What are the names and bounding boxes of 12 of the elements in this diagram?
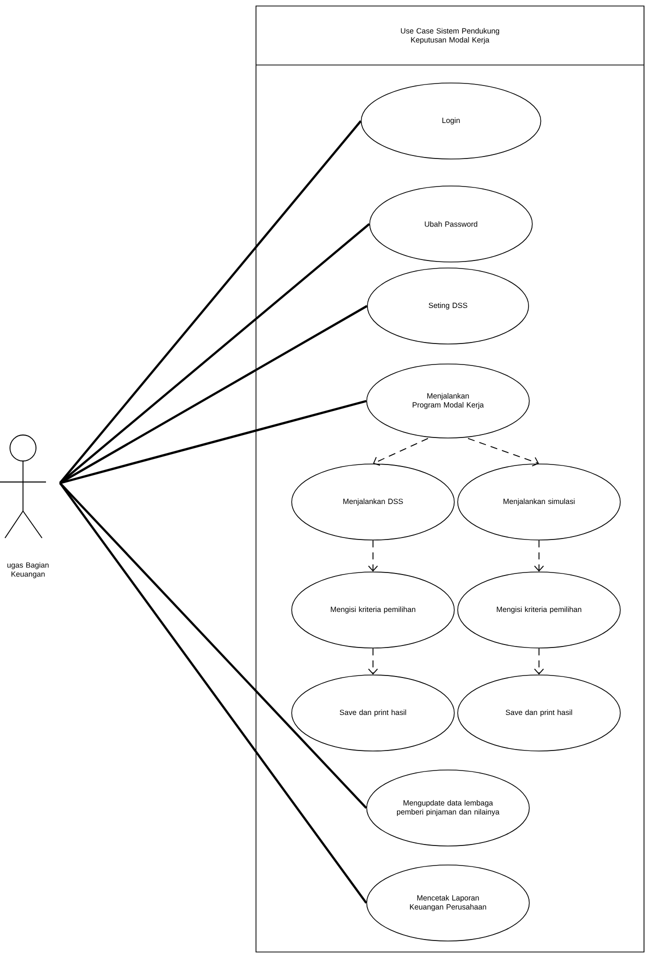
include-arrow [368,540,378,572]
include-arrow [373,438,428,466]
include-arrow [468,438,539,466]
association-line [59,482,368,904]
include-arrow [368,648,378,675]
association-line [59,223,370,484]
include-arrow [534,648,544,675]
association-line [59,482,368,809]
association-line [60,400,367,484]
include-arrow [534,540,544,572]
association-line [59,120,362,484]
association-line [59,305,368,484]
